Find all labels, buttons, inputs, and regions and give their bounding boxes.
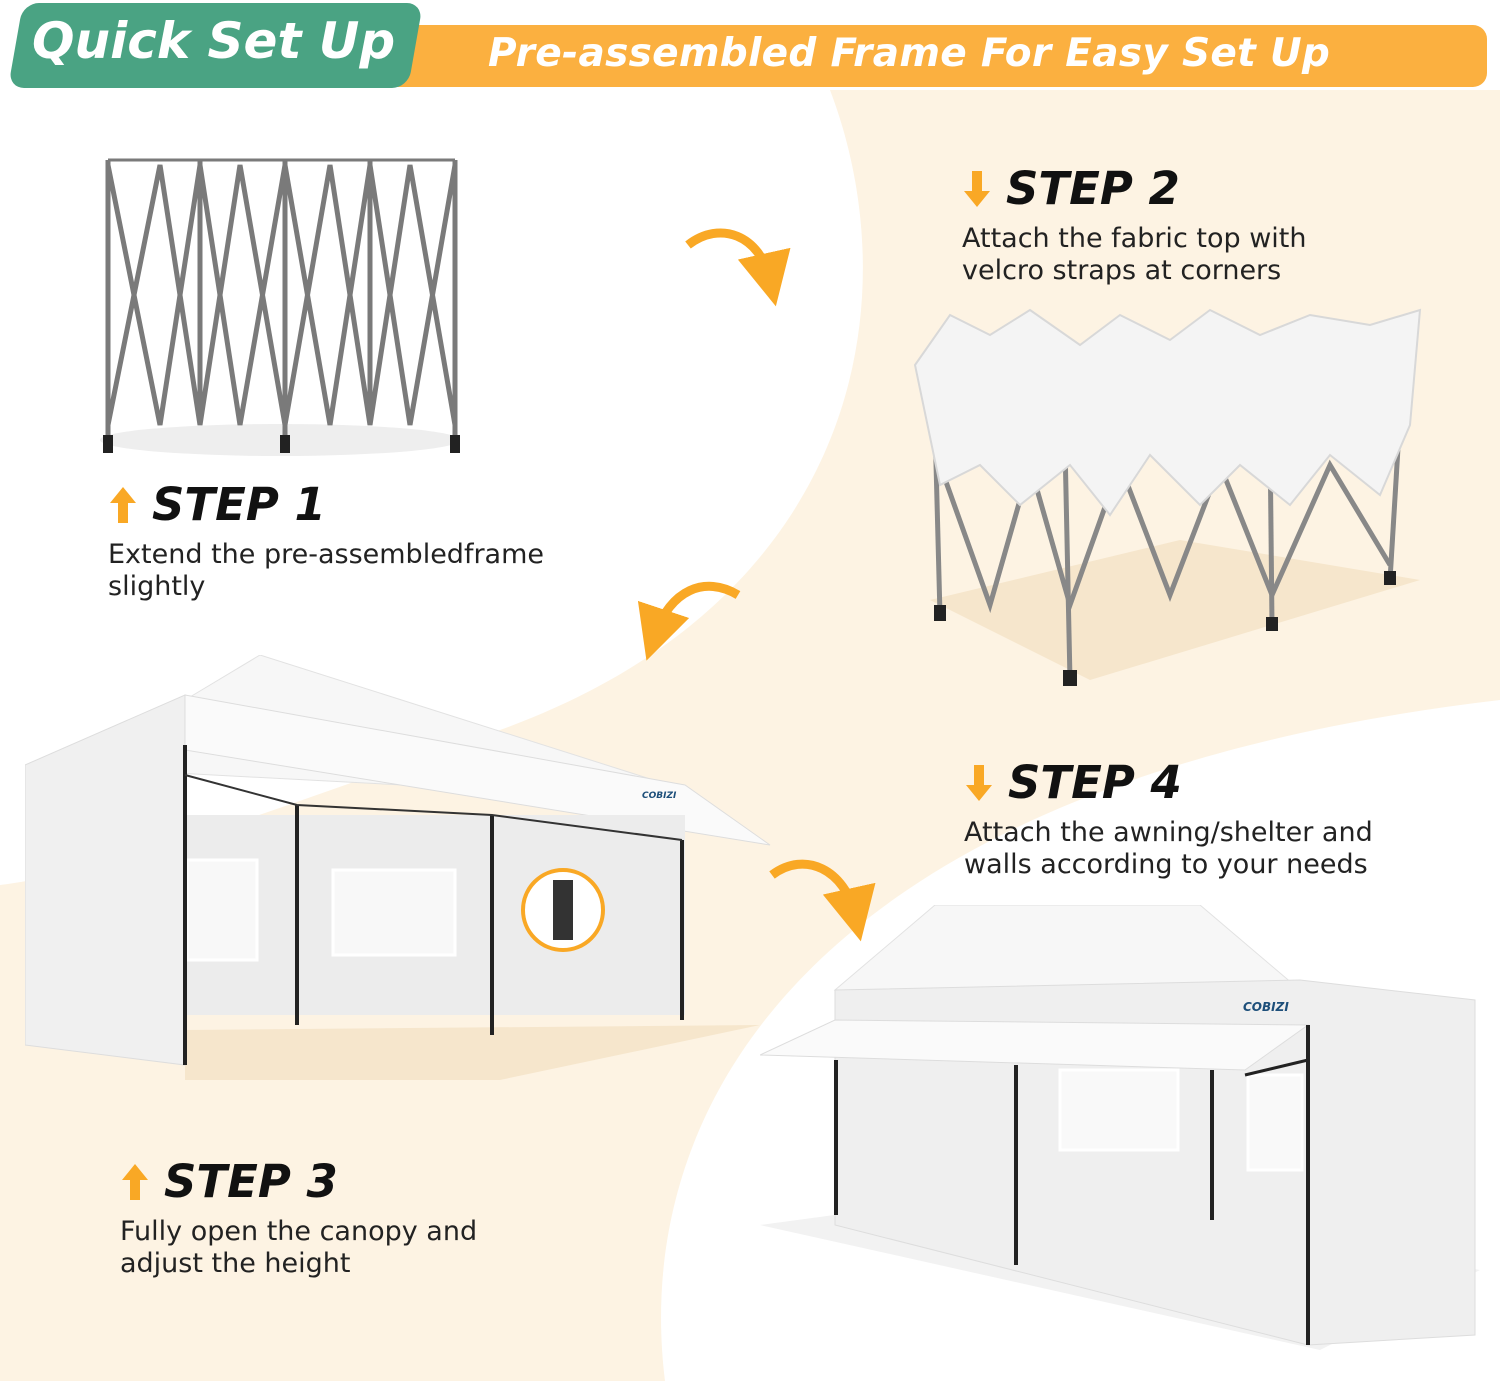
step-description: Extend the pre-assembledframe slightly xyxy=(108,539,545,602)
brand-logo-2: COBIZI xyxy=(1243,1000,1289,1014)
arrow-down-icon xyxy=(966,764,992,801)
step-title: STEP 2 xyxy=(1006,162,1180,215)
step-description: Fully open the canopy and adjust the hei… xyxy=(120,1216,478,1279)
subtitle-text: Pre-assembled Frame For Easy Set Up xyxy=(488,31,1331,76)
arrow-down-icon xyxy=(964,170,990,207)
step-4: STEP 4 Attach the awning/shelter and wal… xyxy=(964,756,1373,881)
step-title: STEP 3 xyxy=(164,1155,338,1208)
arrow-up-icon xyxy=(110,486,136,523)
fabric-top-image xyxy=(913,308,1422,686)
step-description: Attach the fabric top with velcro straps… xyxy=(962,223,1307,286)
step-2: STEP 2 Attach the fabric top with velcro… xyxy=(962,162,1306,287)
step-title: STEP 4 xyxy=(1008,756,1182,809)
awning-tent-image: COBIZI xyxy=(760,905,1476,1346)
step-title: STEP 1 xyxy=(152,478,326,531)
step-1: STEP 1 Extend the pre-assembledframe sli… xyxy=(108,478,544,603)
subtitle-banner: Pre-assembled Frame For Easy Set Up xyxy=(370,25,1487,87)
arrow-up-icon xyxy=(122,1163,148,1200)
brand-logo: COBIZI xyxy=(642,791,677,801)
step-description: Attach the awning/shelter and walls acco… xyxy=(964,817,1373,880)
step-3: STEP 3 Fully open the canopy and adjust … xyxy=(120,1155,477,1280)
open-canopy-image: COBIZI xyxy=(25,655,771,1066)
title-text: Quick Set Up xyxy=(32,12,396,70)
frame-image xyxy=(103,158,460,453)
